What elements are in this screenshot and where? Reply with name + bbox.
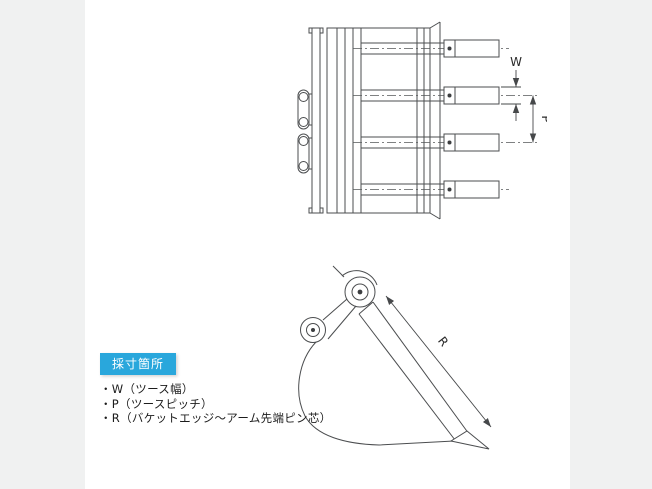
- bucket-shell: [326, 21, 441, 220]
- mount-bracket: [297, 133, 313, 174]
- dimension-p: P: [529, 95, 547, 143]
- dimension-r-label: R: [435, 334, 451, 349]
- bucket-top-view-diagram: W P: [297, 21, 547, 220]
- bucket-profile: [298, 301, 490, 450]
- dimension-w: W: [501, 55, 522, 121]
- legend-item-r: ・R（バケットエッジ～アーム先端ピン芯）: [100, 411, 332, 425]
- dimension-p-label: P: [539, 115, 547, 122]
- mount-bracket: [297, 89, 313, 130]
- arm-pin-boss: [332, 265, 378, 308]
- legend: ・W（ツース幅） ・P（ツースピッチ） ・R（バケットエッジ～アーム先端ピン芯）: [100, 382, 331, 426]
- tooth-row: [353, 86, 537, 105]
- tooth-row: [353, 133, 537, 152]
- legend-item-p: ・P（ツースピッチ）: [100, 396, 213, 411]
- measurement-points-badge: 採寸箇所: [100, 353, 177, 375]
- dimension-r: R: [385, 295, 492, 428]
- tooth-row: [353, 180, 509, 199]
- legend-item-w: ・W（ツース幅）: [100, 382, 194, 396]
- bucket-edge-tooth: [449, 430, 490, 450]
- link-boss: [300, 298, 357, 343]
- dimension-w-label: W: [510, 55, 522, 69]
- drawing-canvas: W P: [85, 0, 570, 489]
- tooth-row: [353, 39, 509, 58]
- bucket-side-view-diagram: R: [298, 265, 492, 450]
